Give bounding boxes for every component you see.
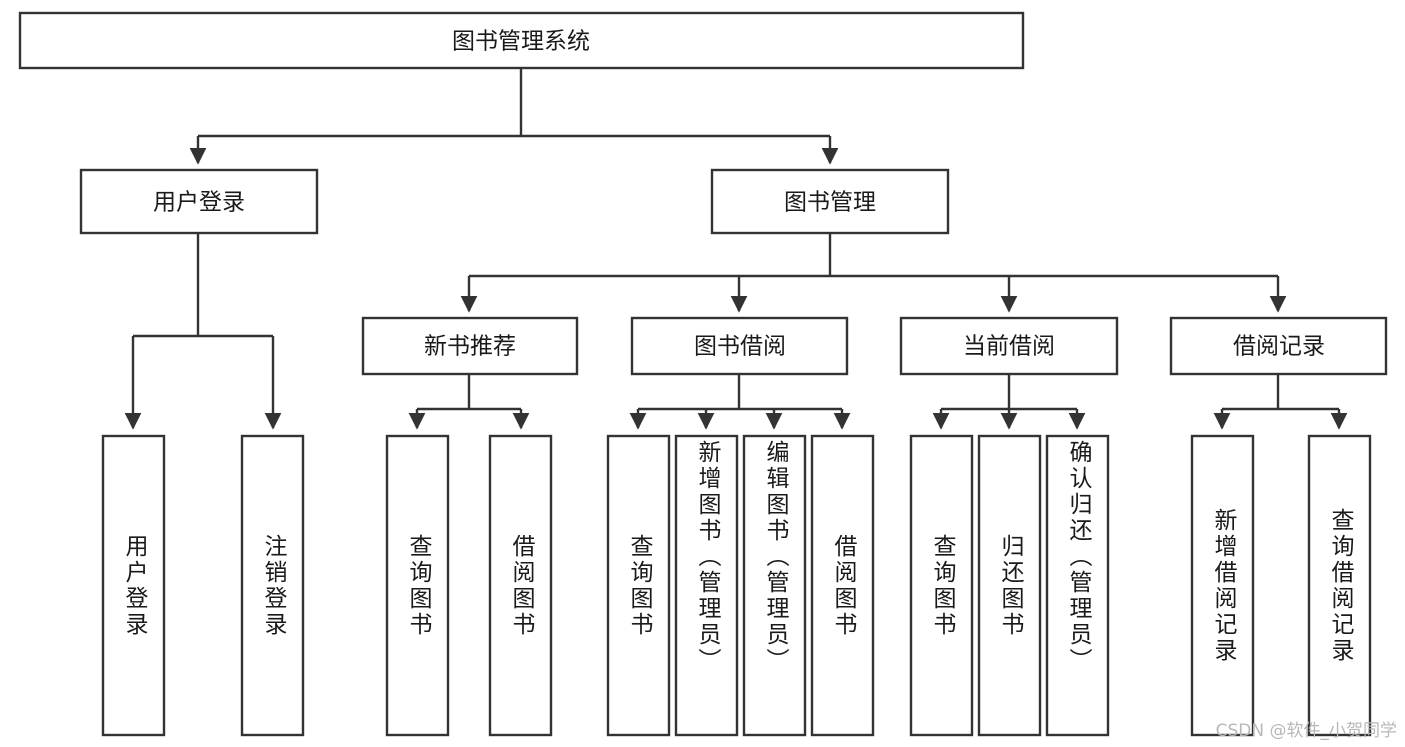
node-user-login-label: 用户登录 (153, 190, 245, 216)
node-borrow-record-box[interactable] (1169, 316, 1388, 376)
edge-group-new-book-rec (408, 374, 530, 430)
edge-group-user-login (124, 233, 282, 430)
node-root-box[interactable] (18, 11, 1025, 70)
node-leaf-3-label: 查询图书 (405, 533, 431, 638)
edge-group-current-borrow (932, 374, 1086, 430)
node-borrow-record[interactable]: 借阅记录 (1169, 316, 1388, 376)
node-leaf-8-box[interactable] (810, 434, 875, 737)
node-leaf-9[interactable]: 查询图书 (911, 436, 972, 735)
node-leaf-6-box[interactable] (674, 434, 739, 737)
node-new-book-rec-box[interactable] (361, 316, 579, 376)
node-root-label: 图书管理系统 (452, 29, 590, 55)
edge-group-borrow-record (1213, 374, 1348, 430)
node-book-manage[interactable]: 图书管理 (710, 168, 950, 235)
node-book-manage-box[interactable] (710, 168, 950, 235)
node-leaf-9-label: 查询图书 (929, 533, 955, 638)
node-borrow-record-label: 借阅记录 (1233, 334, 1325, 360)
node-leaf-5-box[interactable] (606, 434, 671, 737)
node-book-borrow[interactable]: 图书借阅 (630, 316, 849, 376)
node-leaf-1[interactable]: 用户登录 (103, 436, 164, 735)
node-leaf-13[interactable]: 查询借阅记录 (1309, 436, 1370, 735)
node-new-book-rec-label: 新书推荐 (424, 334, 516, 360)
node-book-manage-label: 图书管理 (784, 190, 876, 216)
node-user-login[interactable]: 用户登录 (79, 168, 319, 235)
node-current-borrow-label: 当前借阅 (963, 334, 1055, 360)
node-leaf-6[interactable]: 新增图书（管理员） (676, 440, 737, 731)
node-leaf-4-label: 借阅图书 (508, 533, 534, 638)
node-leaf-3-box[interactable] (385, 434, 450, 737)
node-leaf-4-box[interactable] (488, 434, 553, 737)
node-user-login-box[interactable] (79, 168, 319, 235)
node-leaf-11[interactable]: 确认归还（管理员） (1047, 440, 1108, 731)
edge-group-root (189, 68, 839, 165)
node-leaf-2-box[interactable] (240, 434, 305, 737)
node-leaf-10-label: 归还图书 (997, 533, 1023, 638)
node-leaf-10[interactable]: 归还图书 (979, 436, 1040, 735)
node-new-book-rec[interactable]: 新书推荐 (361, 316, 579, 376)
node-leaf-11-label: 确认归还（管理员） (1065, 440, 1091, 674)
node-leaf-10-box[interactable] (977, 434, 1042, 737)
node-leaf-5[interactable]: 查询图书 (608, 436, 669, 735)
node-leaf-13-label: 查询借阅记录 (1327, 507, 1353, 664)
node-leaf-7[interactable]: 编辑图书（管理员） (744, 440, 805, 731)
node-leaf-12-box[interactable] (1190, 434, 1255, 737)
leaf-box-group (101, 434, 1372, 737)
node-root[interactable]: 图书管理系统 (18, 11, 1025, 70)
node-leaf-8-label: 借阅图书 (830, 533, 856, 638)
node-current-borrow-box[interactable] (899, 316, 1119, 376)
node-leaf-1-label: 用户登录 (121, 533, 147, 638)
node-leaf-2-label: 注销登录 (260, 533, 286, 638)
node-leaf-7-label: 编辑图书（管理员） (762, 440, 788, 674)
node-leaf-7-box[interactable] (742, 434, 807, 737)
node-leaf-1-box[interactable] (101, 434, 166, 737)
node-leaf-5-label: 查询图书 (626, 533, 652, 638)
node-current-borrow[interactable]: 当前借阅 (899, 316, 1119, 376)
node-leaf-13-box[interactable] (1307, 434, 1372, 737)
node-leaf-11-box[interactable] (1045, 434, 1110, 737)
node-leaf-9-box[interactable] (909, 434, 974, 737)
edge-group-book-borrow (629, 374, 851, 430)
node-book-borrow-box[interactable] (630, 316, 849, 376)
node-leaf-4[interactable]: 借阅图书 (490, 436, 551, 735)
node-leaf-12[interactable]: 新增借阅记录 (1192, 436, 1253, 735)
node-leaf-6-label: 新增图书（管理员） (694, 440, 720, 674)
edge-group-book-manage (460, 233, 1287, 313)
node-leaf-3[interactable]: 查询图书 (387, 436, 448, 735)
node-leaf-8[interactable]: 借阅图书 (812, 436, 873, 735)
node-leaf-12-label: 新增借阅记录 (1210, 507, 1236, 664)
node-leaf-2[interactable]: 注销登录 (242, 436, 303, 735)
node-book-borrow-label: 图书借阅 (694, 334, 786, 360)
